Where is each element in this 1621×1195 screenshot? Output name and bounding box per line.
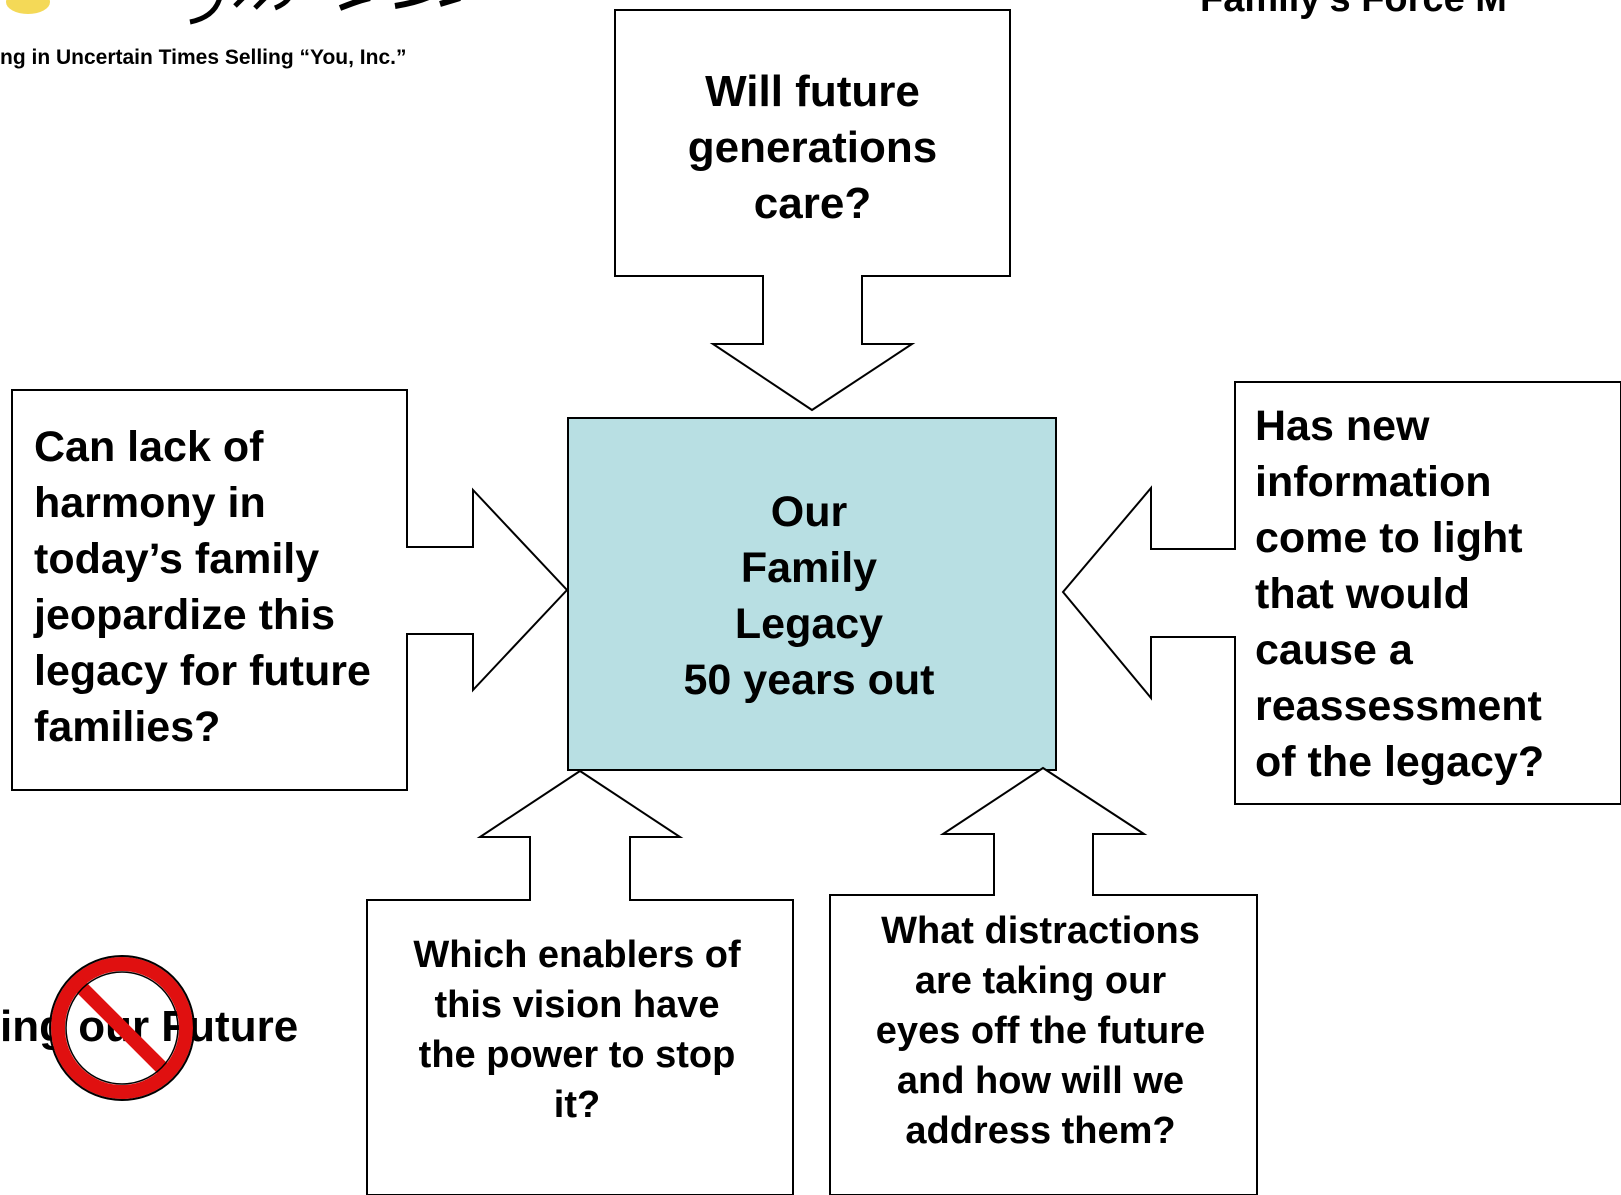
- bottom-left-question: Which enablers of this vision have the p…: [413, 934, 741, 1126]
- right-callout: [1061, 381, 1621, 805]
- left-callout: [11, 389, 569, 791]
- page-title: Family’s Force M: [1200, 0, 1507, 21]
- tagline: ng in Uncertain Times Selling “You, Inc.…: [0, 46, 407, 69]
- bottom-left-callout: [366, 769, 794, 1195]
- bottom-right-callout: [829, 766, 1258, 1195]
- bottom-right-question: What distractions are taking our eyes of…: [875, 910, 1206, 1152]
- top-question: Will future generations care?: [687, 67, 938, 228]
- right-question: Has new information come to light that w…: [1255, 402, 1545, 786]
- no-symbol-icon: [49, 955, 195, 1101]
- center-box: [567, 417, 1057, 771]
- logo-swoosh-icon: [6, 0, 461, 25]
- top-callout: [614, 9, 1011, 412]
- center-label: Our Family Legacy 50 years out: [683, 488, 935, 704]
- left-question: Can lack of harmony in today’s family je…: [34, 423, 371, 751]
